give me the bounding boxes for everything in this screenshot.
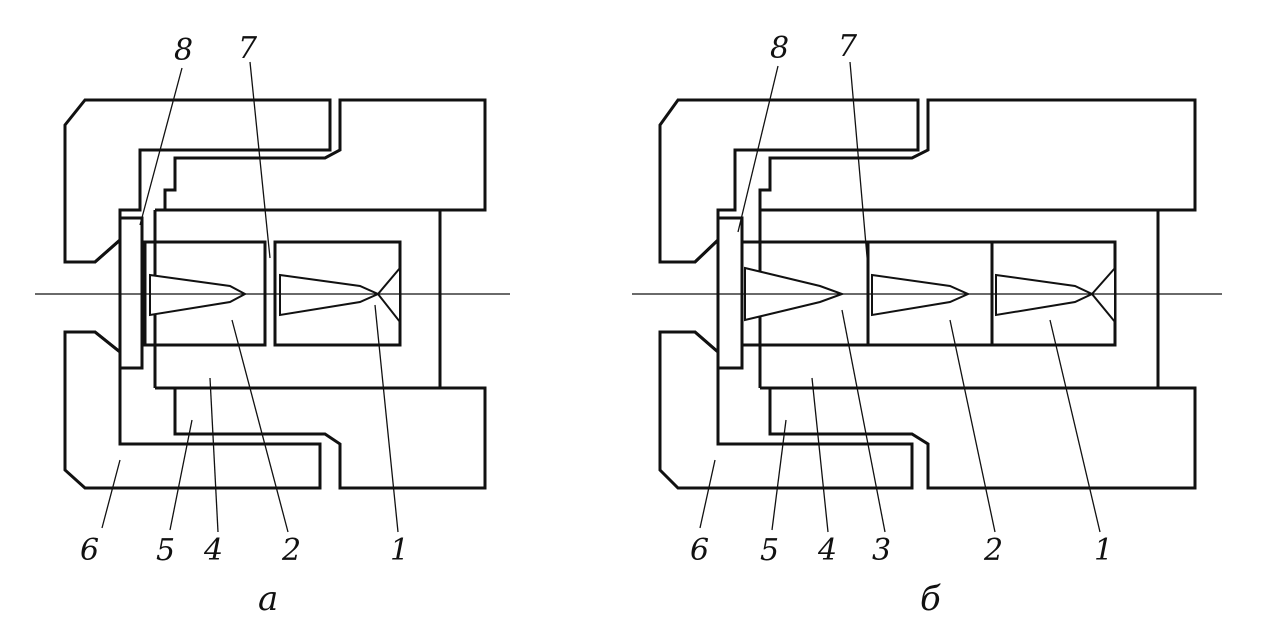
label-b-4: 4 (817, 533, 837, 568)
label-a-4: 4 (203, 533, 223, 568)
label-b-1: 1 (1094, 533, 1113, 568)
label-b-6: 6 (690, 533, 709, 568)
die-2 (143, 240, 267, 347)
inlet-a (65, 236, 122, 356)
label-b-3: 3 (872, 533, 891, 568)
bore-a-exit (376, 265, 401, 325)
label-a-8: 8 (174, 33, 193, 68)
label-a-5: 5 (156, 533, 175, 568)
bore-b-exit (1090, 265, 1116, 325)
caption-a: а (258, 579, 278, 619)
figure-a: 8 7 6 5 4 2 1 а (35, 31, 510, 619)
figure-b: 8 7 6 5 4 3 2 1 б (632, 29, 1222, 619)
body-5-upper-b (758, 98, 1197, 212)
label-b-5: 5 (760, 533, 779, 568)
label-a-2: 2 (281, 533, 301, 568)
body-5-lower-b (768, 386, 1197, 490)
label-a-7: 7 (238, 31, 258, 66)
label-b-7: 7 (838, 29, 858, 64)
bore-a-2 (149, 273, 248, 317)
cap-6-lower-b (658, 330, 914, 490)
inlet-b (660, 236, 720, 356)
bore-b-2 (871, 273, 971, 317)
cap-6-upper (63, 98, 332, 264)
body-5-lower (173, 386, 487, 490)
label-a-1: 1 (390, 533, 409, 568)
caption-b: б (920, 579, 941, 619)
label-b-8: 8 (770, 31, 789, 66)
nut-8 (118, 216, 144, 370)
cap-6-lower (63, 330, 322, 490)
label-a-6: 6 (80, 533, 99, 568)
nut-8-b (716, 216, 744, 370)
label-b-2: 2 (983, 533, 1003, 568)
bore-a-1 (279, 273, 381, 317)
die-1 (273, 240, 402, 347)
cap-6-upper-b (658, 98, 920, 264)
die-1-b (990, 240, 1117, 347)
body-5-upper (163, 98, 487, 212)
bore-b-1 (995, 273, 1095, 317)
